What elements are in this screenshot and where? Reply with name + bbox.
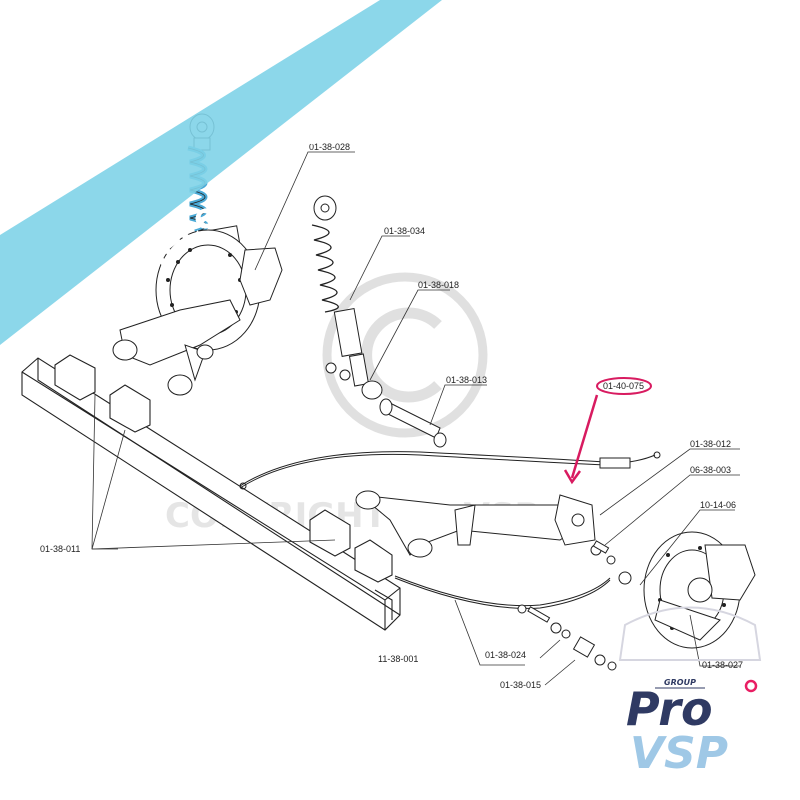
label-01-38-011: 01-38-011 bbox=[40, 544, 80, 554]
label-10-14-06: 10-14-06 bbox=[700, 500, 736, 510]
center-shock-absorber bbox=[311, 195, 383, 400]
part-labels: 01-38-028 01-38-034 01-38-018 01-38-013 … bbox=[40, 142, 743, 690]
label-11-38-001: 11-38-001 bbox=[378, 654, 418, 664]
left-brake-assembly bbox=[112, 229, 283, 396]
label-01-38-013: 01-38-013 bbox=[446, 375, 487, 385]
highlight-annotation bbox=[563, 377, 652, 485]
right-brake-assembly bbox=[618, 531, 756, 649]
label-01-38-012: 01-38-012 bbox=[690, 439, 731, 449]
right-trailing-arm bbox=[355, 490, 602, 558]
leader-lines bbox=[91, 151, 740, 686]
small-hardware bbox=[517, 540, 617, 671]
label-01-40-075: 01-40-075 bbox=[603, 381, 644, 391]
label-01-38-018: 01-38-018 bbox=[418, 280, 459, 290]
logo-line2: VSP bbox=[630, 728, 728, 779]
provsp-logo: GROUP Pro VSP bbox=[618, 606, 762, 779]
label-06-38-003: 06-38-003 bbox=[690, 465, 731, 475]
label-01-38-034: 01-38-034 bbox=[384, 226, 425, 236]
label-01-38-027: 01-38-027 bbox=[702, 660, 743, 670]
label-01-38-028: 01-38-028 bbox=[309, 142, 350, 152]
logo-line1: Pro bbox=[626, 682, 713, 736]
logo-group: GROUP bbox=[664, 678, 696, 687]
label-01-38-024: 01-38-024 bbox=[485, 650, 526, 660]
long-bolt bbox=[379, 398, 447, 448]
cross-beam bbox=[21, 354, 401, 631]
label-01-38-015: 01-38-015 bbox=[500, 680, 541, 690]
